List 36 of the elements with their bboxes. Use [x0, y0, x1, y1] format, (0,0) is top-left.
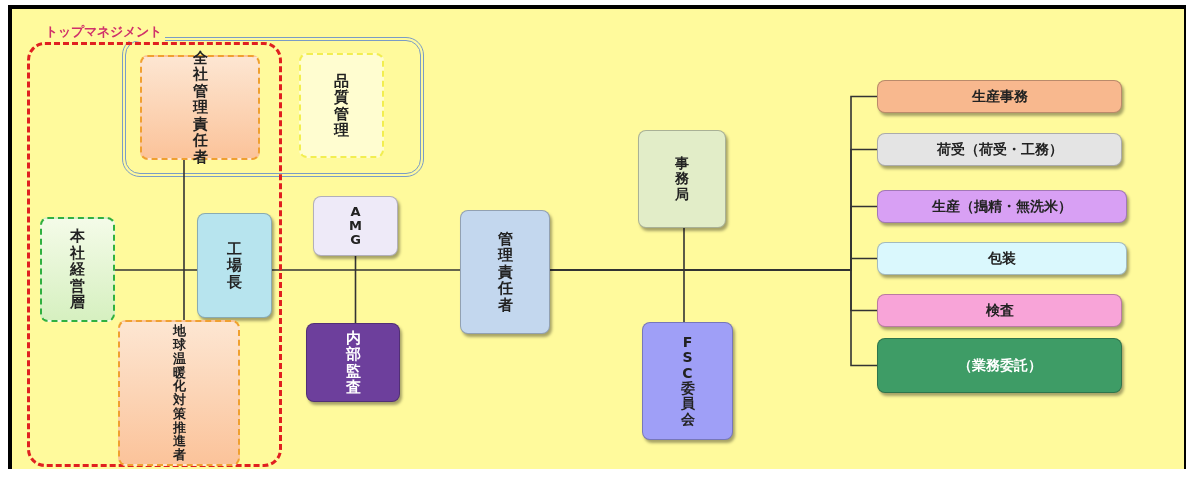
box-label: FSC委員会 [680, 334, 695, 428]
box-label: 地球温暖化対策推進者 [172, 324, 186, 462]
connector-line [183, 159, 185, 321]
box-label: 全社管理責任者 [192, 49, 208, 166]
role-box [638, 130, 726, 228]
box-label: AMG [349, 204, 362, 248]
box-label: 本社経営層 [70, 228, 85, 311]
box-label: 管理責任者 [497, 230, 513, 314]
box-label: 荷受（荷受・工務） [936, 141, 1063, 158]
department-box [877, 338, 1122, 393]
box-label: 生産（搗精・無洗米） [932, 198, 1072, 215]
department-box [877, 133, 1122, 166]
box-label: 包装 [988, 250, 1016, 267]
department-box [877, 242, 1127, 275]
box-label: 内部監査 [345, 329, 361, 396]
connector-line [354, 255, 357, 324]
connector-line [683, 227, 685, 323]
box-label: 事務局 [675, 155, 689, 203]
role-box [642, 322, 733, 440]
role-box [313, 196, 398, 256]
role-box [460, 210, 550, 334]
role-box [40, 217, 115, 322]
box-label: 工場長 [227, 240, 242, 291]
box-label: 生産事務 [971, 88, 1028, 105]
role-box [299, 53, 384, 158]
department-box [877, 190, 1127, 223]
department-box [877, 294, 1122, 327]
role-box [118, 320, 240, 466]
box-label: 品質管理 [334, 72, 349, 139]
department-box [877, 80, 1122, 113]
connector-line [114, 269, 198, 271]
role-box [197, 213, 272, 318]
connector-line [271, 269, 461, 271]
box-label: （業務委託） [956, 357, 1043, 374]
role-box [306, 323, 400, 402]
box-label: 検査 [985, 302, 1014, 319]
